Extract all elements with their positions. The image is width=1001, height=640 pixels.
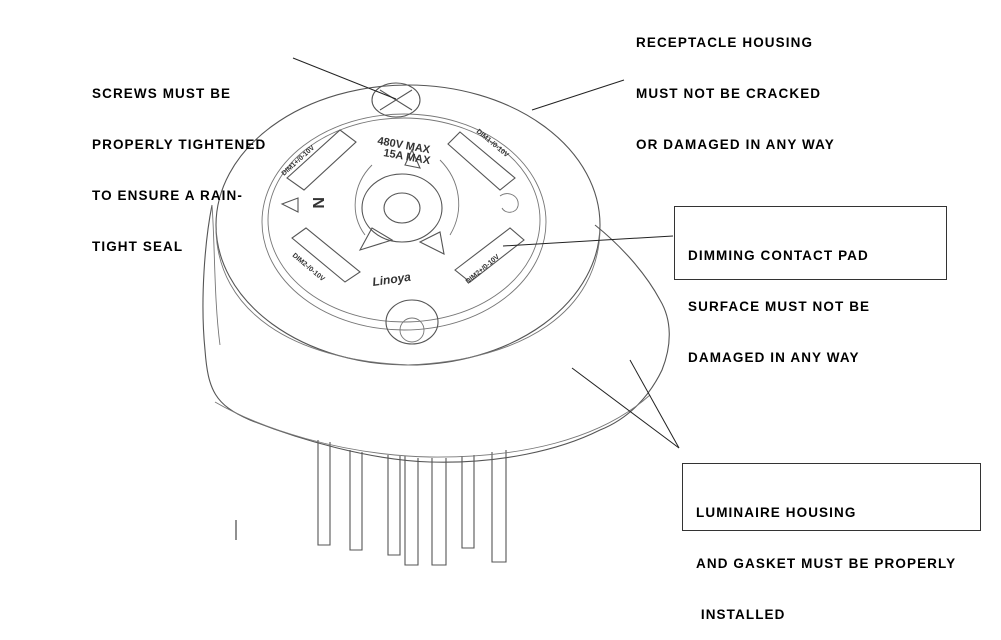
screws-callout: SCREWS MUST BE PROPERLY TIGHTENED TO ENS… [92, 51, 266, 272]
callout-line: MUST NOT BE CRACKED [636, 86, 822, 101]
callout-line: INSTALLED [696, 607, 786, 622]
receptacle-housing-callout: RECEPTACLE HOUSING MUST NOT BE CRACKED O… [636, 0, 835, 170]
neutral-mark: N [309, 197, 326, 209]
pad-label-dim1-minus: DIM1-/0-10V [475, 128, 510, 159]
callout-line: AND GASKET MUST BE PROPERLY [696, 556, 957, 571]
callout-line: RECEPTACLE HOUSING [636, 35, 814, 50]
receptacle-diagram: 480V MAX 15A MAX N Linoya DIM1+/0-10V DI… [202, 57, 680, 566]
callout-line: TO ENSURE A RAIN- [92, 188, 243, 203]
callout-line: PROPERLY TIGHTENED [92, 137, 267, 152]
callout-line: OR DAMAGED IN ANY WAY [636, 137, 835, 152]
receptacle-housing [215, 82, 601, 366]
callout-line: SURFACE MUST NOT BE [688, 299, 871, 314]
dimming-pad-callout: DIMMING CONTACT PAD SURFACE MUST NOT BE … [674, 206, 947, 365]
callout-line: LUMINAIRE HOUSING [696, 505, 857, 520]
brand-logo-text: Linoya [371, 270, 412, 289]
luminaire-housing [202, 204, 670, 463]
luminaire-housing-callout: LUMINAIRE HOUSING AND GASKET MUST BE PRO… [682, 463, 981, 622]
leader-lines [235, 57, 680, 540]
callout-line: SCREWS MUST BE [92, 86, 232, 101]
pad-label-dim2-minus: DIM2-/0-10V [291, 252, 326, 283]
callout-line: TIGHT SEAL [92, 239, 184, 254]
callout-line: DIMMING CONTACT PAD [688, 248, 869, 263]
callout-line: DAMAGED IN ANY WAY [688, 350, 860, 365]
wire-leads [317, 440, 507, 566]
